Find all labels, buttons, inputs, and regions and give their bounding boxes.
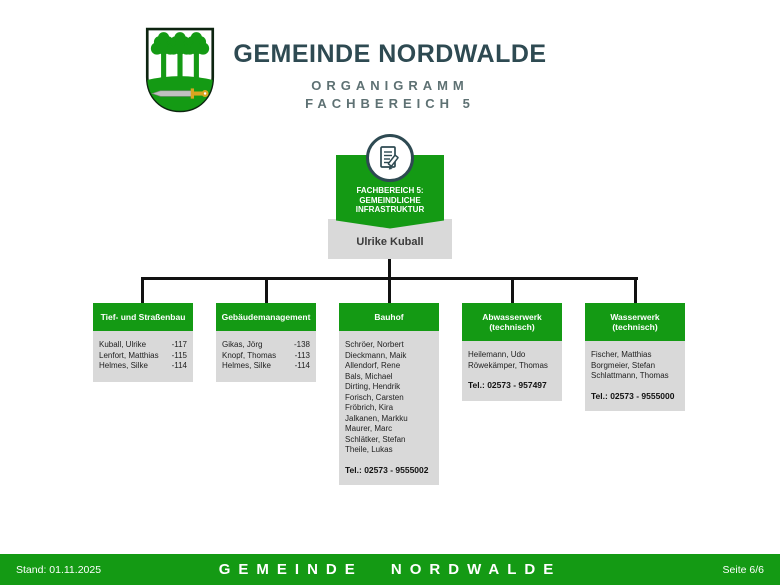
footer-brand: GEMEINDE NORDWALDE [218, 561, 562, 578]
member-row: Maurer, Marc [345, 424, 433, 435]
member-name: Helmes, Silke [99, 361, 148, 370]
footer-stand-date: Stand: 01.11.2025 [16, 563, 102, 576]
member-name: Fischer, Matthias [591, 350, 652, 359]
member-extension: -115 [171, 350, 187, 360]
member-row: Schlätker, Stefan [345, 435, 433, 446]
member-row: Allendorf, Rene [345, 361, 433, 372]
member-row: Heilemann, Udo [468, 350, 556, 361]
department-title: Abwasserwerk (technisch) [462, 303, 562, 341]
member-name: Theile, Lukas [345, 445, 393, 454]
member-row: Schlattmann, Thomas [591, 371, 679, 382]
root-node-fachbereich-5: FACHBEREICH 5: GEMEINDLICHE INFRASTRUKTU… [328, 134, 452, 259]
root-title-line2: GEMEINDLICHE [359, 195, 421, 205]
member-row: Forisch, Carsten [345, 393, 433, 404]
member-row: Fröbrich, Kira [345, 403, 433, 414]
department-phone: Tel.: 02573 - 957497 [468, 380, 547, 390]
footer-page-number: Seite 6/6 [722, 563, 764, 576]
member-name: Dieckmann, Maik [345, 350, 407, 360]
coat-of-arms [143, 26, 217, 114]
page-header: GEMEINDE NORDWALDE ORGANIGRAMM FACHBEREI… [0, 40, 780, 111]
member-row: Theile, Lukas [345, 445, 433, 456]
document-pencil-icon [366, 134, 414, 182]
member-row: Dieckmann, Maik [345, 351, 433, 362]
member-name: Kuball, Ulrike [99, 340, 147, 349]
member-extension: -114 [294, 361, 310, 370]
connector-drop-3 [388, 277, 391, 307]
member-name: Röwekämper, Thomas [468, 360, 548, 370]
member-row: Fischer, Matthias [591, 350, 679, 361]
member-name: Knopf, Thomas [222, 350, 277, 360]
member-row: Dirting, Hendrik [345, 382, 433, 393]
member-name: Allendorf, Rene [345, 361, 401, 370]
connector-drop-5 [634, 277, 637, 307]
member-name: Heilemann, Udo [468, 350, 526, 359]
page-title: GEMEINDE NORDWALDE [233, 40, 547, 68]
connector-drop-4 [511, 277, 514, 307]
member-name: Helmes, Silke [222, 361, 271, 370]
department-phone: Tel.: 02573 - 9555002 [345, 464, 429, 475]
root-title-line1: FACHBEREICH 5: [356, 186, 424, 195]
nordwalde-crest-graphic [145, 27, 215, 113]
member-row: Kuball, Ulrike -117 [99, 340, 187, 351]
member-row: Borgmeier, Stefan [591, 361, 679, 372]
member-row: Schröer, Norbert [345, 340, 433, 351]
member-name: Lenfort, Matthias [99, 350, 159, 360]
member-name: Schlattmann, Thomas [591, 371, 669, 380]
member-row: Helmes, Silke -114 [99, 361, 187, 372]
member-row: Gikas, Jörg -138 [222, 340, 310, 351]
member-extension: -117 [171, 340, 187, 349]
member-name: Schlätker, Stefan [345, 434, 406, 444]
connector-drop-1 [141, 277, 144, 307]
member-row: Lenfort, Matthias -115 [99, 351, 187, 362]
subtitle-fachbereich: FACHBEREICH 5 [305, 96, 475, 111]
member-name: Schröer, Norbert [345, 340, 404, 349]
connector-stem [388, 252, 391, 280]
department-title: Tief- und Straßenbau [93, 303, 193, 331]
department-card: Wasserwerk (technisch) Fischer, Matthias… [585, 303, 685, 411]
member-name: Jalkanen, Markku [345, 413, 408, 423]
member-row: Bals, Michael [345, 372, 433, 383]
member-row: Jalkanen, Markku [345, 414, 433, 425]
member-name: Borgmeier, Stefan [591, 360, 656, 370]
root-title-line3: INFRASTRUKTUR [355, 205, 425, 214]
department-phone: Tel.: 02573 - 9555000 [591, 390, 675, 401]
department-title: Gebäudemanagement [216, 303, 316, 331]
member-extension: -113 [294, 350, 310, 360]
subtitle-organigramm: ORGANIGRAMM [311, 78, 469, 93]
connector-drop-2 [265, 277, 268, 307]
member-row: Helmes, Silke -114 [222, 361, 310, 372]
member-name: Maurer, Marc [345, 424, 393, 433]
department-title: Bauhof [339, 303, 439, 331]
member-name: Bals, Michael [345, 371, 393, 381]
sword-icon [151, 88, 209, 99]
member-name: Forisch, Carsten [345, 392, 404, 402]
member-extension: -114 [171, 361, 187, 370]
footer-bar: GEMEINDE NORDWALDE Stand: 01.11.2025 Sei… [0, 554, 780, 585]
member-row: Knopf, Thomas -113 [222, 351, 310, 362]
member-row: Röwekämper, Thomas [468, 361, 556, 372]
member-extension: -138 [293, 340, 310, 349]
department-title: Wasserwerk (technisch) [585, 303, 685, 341]
member-name: Fröbrich, Kira [345, 403, 394, 412]
member-name: Gikas, Jörg [222, 340, 263, 349]
member-name: Dirting, Hendrik [345, 382, 401, 391]
